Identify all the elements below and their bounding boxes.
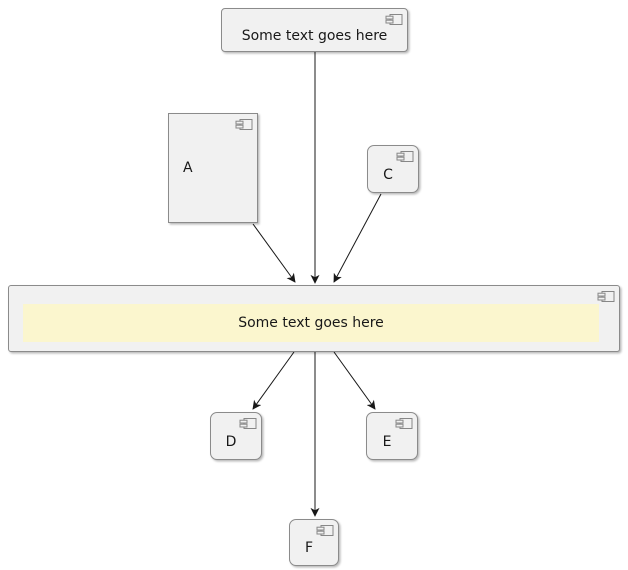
node-c: C	[367, 145, 419, 193]
node-e-label: E	[382, 434, 392, 450]
node-top-label: Some text goes here	[241, 28, 388, 44]
component-icon	[597, 290, 615, 303]
node-e: E	[366, 412, 418, 460]
node-wide-highlight: Some text goes here	[23, 304, 599, 342]
component-icon	[396, 150, 414, 163]
edge-wide-to-d	[252, 351, 295, 410]
node-d-label: D	[225, 434, 237, 450]
component-icon	[395, 417, 413, 430]
component-icon	[235, 118, 253, 131]
edge-wide-to-e	[333, 351, 376, 410]
node-wide-label: Some text goes here	[238, 315, 384, 331]
edge-a-to-wide	[252, 223, 296, 283]
edge-c-to-wide	[333, 193, 382, 283]
component-icon	[316, 524, 334, 537]
component-icon	[239, 417, 257, 430]
node-wide: Some text goes here	[8, 285, 620, 352]
node-top: Some text goes here	[221, 8, 408, 52]
node-d: D	[210, 412, 262, 460]
node-c-label: C	[383, 167, 393, 183]
node-a-label: A	[183, 160, 193, 176]
node-f: F	[289, 519, 339, 566]
node-a: A	[168, 113, 258, 223]
component-icon	[385, 13, 403, 26]
node-f-label: F	[304, 540, 314, 556]
